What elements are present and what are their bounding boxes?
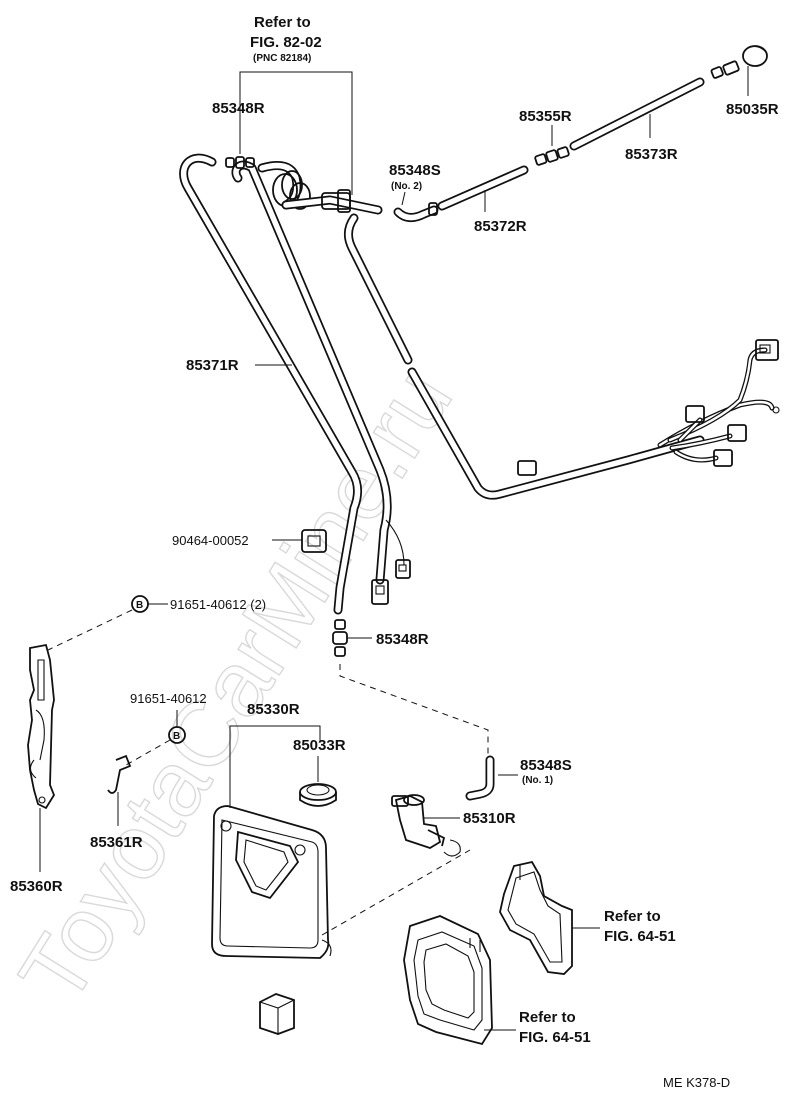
joint-85355R [534,125,570,166]
watermark: ToyotaCarMine.ru [0,351,471,1021]
wire-harness [517,339,780,476]
route-dash-pump [321,849,471,936]
label-85348S-no1: 85348S [520,757,572,774]
diagram-code: ME K378-D [663,1075,730,1090]
cap-85033R [299,756,337,807]
hose-85371R [179,153,362,615]
label-85372R: 85372R [474,218,527,235]
label-85373R: 85373R [625,146,678,163]
ref-bottom-line1: Refer to [519,1009,576,1026]
shroud-upper [499,860,573,975]
ref-bracket-85330R [229,725,321,808]
small-block [259,993,295,1035]
elbow-85348S-no1 [465,755,518,801]
connector-lower [371,559,411,605]
label-85348S-no2-note: (No. 2) [391,181,422,192]
label-85371R: 85371R [186,357,239,374]
bolt-91651-b: B [125,710,186,766]
washer-tank [211,805,332,959]
label-85360R: 85360R [10,878,63,895]
clamp-90464 [272,529,327,553]
label-85348R-top: 85348R [212,100,265,117]
label-91651-b: 91651-40612 [130,691,207,706]
label-85033R: 85033R [293,737,346,754]
bracket-85360R [27,643,56,872]
joint-85348R-top [225,140,255,169]
label-85035R: 85035R [726,101,779,118]
label-85348S-no1-note: (No. 1) [522,775,553,786]
label-85355R: 85355R [519,108,572,125]
hose-center-branch [344,213,705,500]
label-91651-a: 91651-40612 (2) [170,597,266,612]
bolt-symbol-a: B [136,600,143,611]
bolt-91651-a: B [47,595,168,651]
ref-bracket-top [239,71,353,195]
ref-right-line1: Refer to [604,908,661,925]
label-90464: 90464-00052 [172,533,249,548]
ref-top-line1: Refer to [254,14,311,31]
route-dash-85348S [339,664,489,760]
joint-85348R-mid [332,619,372,657]
hook-85361R [107,754,132,826]
label-85310R: 85310R [463,810,516,827]
ref-top-line2: FIG. 82-02 [250,34,322,51]
ref-right-line2: FIG. 64-51 [604,928,676,945]
label-85348R-mid: 85348R [376,631,429,648]
label-85348S-no2: 85348S [389,162,441,179]
ref-bottom-line2: FIG. 64-51 [519,1029,591,1046]
shroud-lower [403,915,493,1046]
pump-85310R [391,794,461,857]
hose-85373R [569,77,705,151]
ref-top-line3: (PNC 82184) [253,53,311,64]
label-85330R: 85330R [247,701,300,718]
elbow-85348S-no2 [393,191,439,222]
bolt-symbol-b: B [173,731,180,742]
label-85361R: 85361R [90,834,143,851]
hose-85372R [437,165,529,212]
coil-assembly [257,161,383,215]
nozzle-85035R [710,45,768,96]
